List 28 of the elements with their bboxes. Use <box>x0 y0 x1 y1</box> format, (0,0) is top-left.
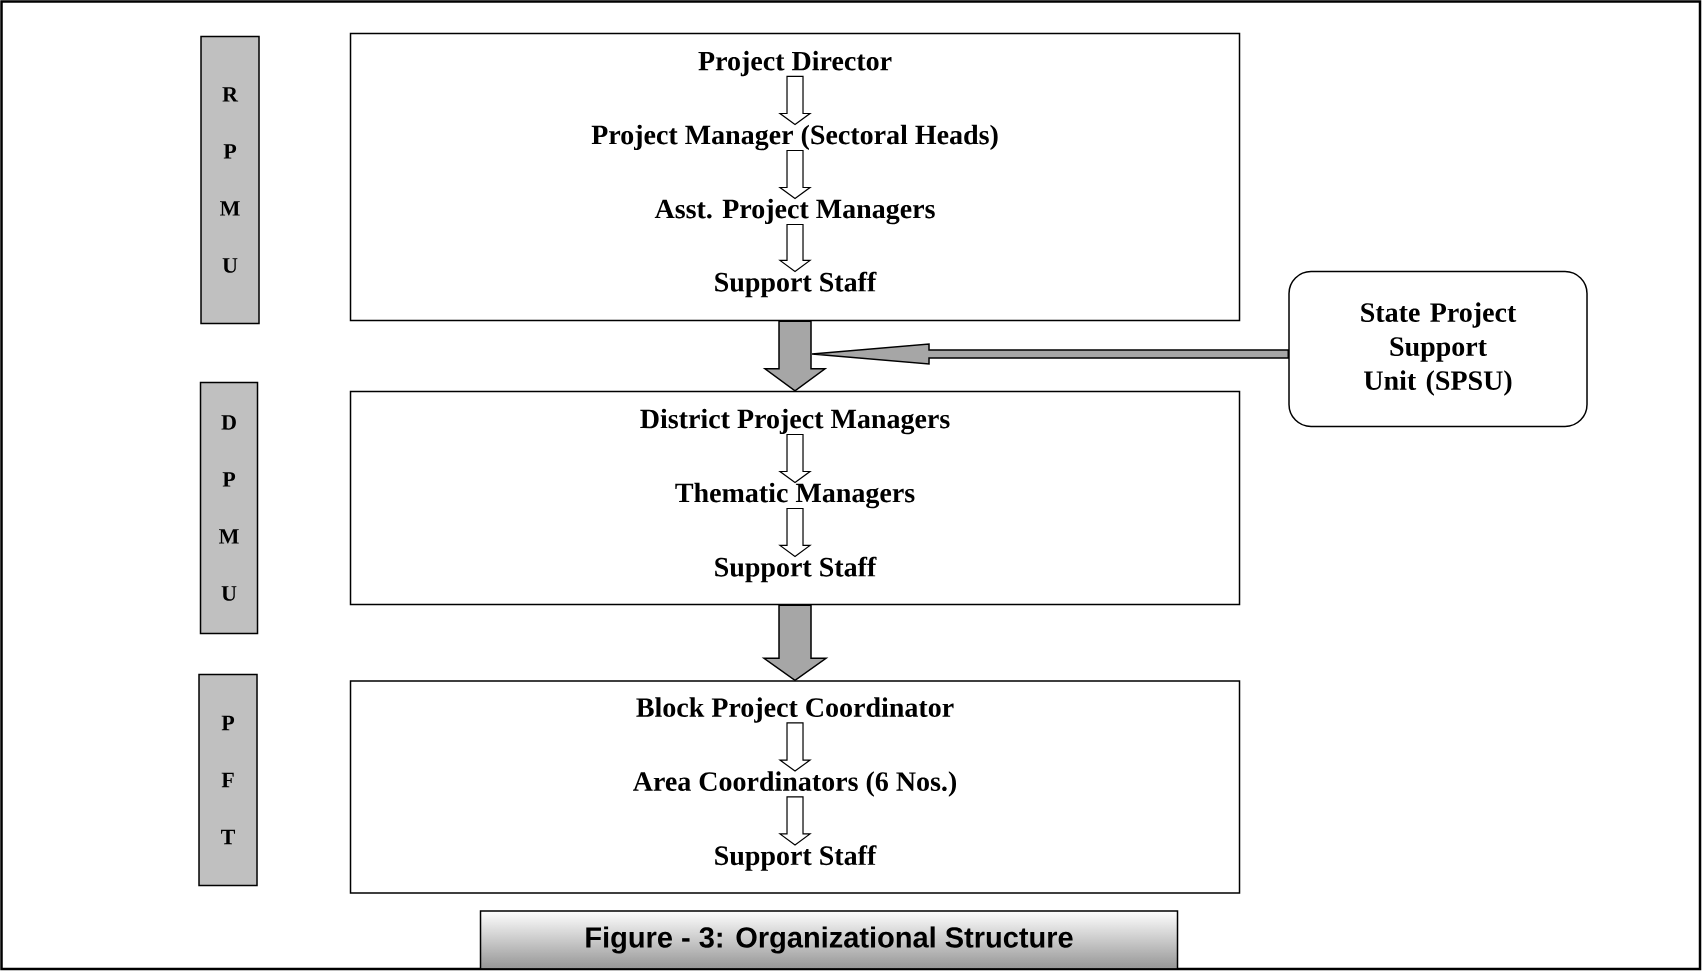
caption-box: Figure - 3: Organizational Structure <box>479 910 1179 970</box>
role-label: Area Coordinators (6 Nos.) <box>633 771 956 797</box>
role-label: Support Staff <box>715 271 877 298</box>
block-arrow <box>761 604 829 682</box>
role-label: Thematic Managers <box>675 482 915 509</box>
level-box <box>349 390 1241 606</box>
block-arrow <box>778 796 812 846</box>
level-box <box>349 32 1241 322</box>
side-label-band: P F T <box>198 673 258 887</box>
role-label: Block Project Coordinator <box>636 697 954 723</box>
block-arrow <box>762 320 828 392</box>
role-label: Asst. Project Managers <box>654 198 935 225</box>
block-arrow <box>778 433 812 484</box>
block-arrow <box>778 75 812 126</box>
side-label-band: R P M U <box>200 35 260 325</box>
block-arrow <box>811 343 1289 365</box>
block-arrow <box>778 722 812 772</box>
block-arrow <box>778 223 812 273</box>
unit-box: State Project Support Unit (SPSU) <box>1288 270 1588 428</box>
role-label: Project Manager (Sectoral Heads) <box>591 124 998 151</box>
block-arrow <box>778 149 812 200</box>
role-label: Project Director <box>698 50 892 77</box>
role-label: Support Staff <box>715 845 877 871</box>
role-label: Support Staff <box>715 556 877 583</box>
level-box <box>349 680 1241 894</box>
block-arrow <box>778 507 812 558</box>
side-label-band: D P M U <box>199 381 259 635</box>
role-label: District Project Managers <box>640 408 950 435</box>
